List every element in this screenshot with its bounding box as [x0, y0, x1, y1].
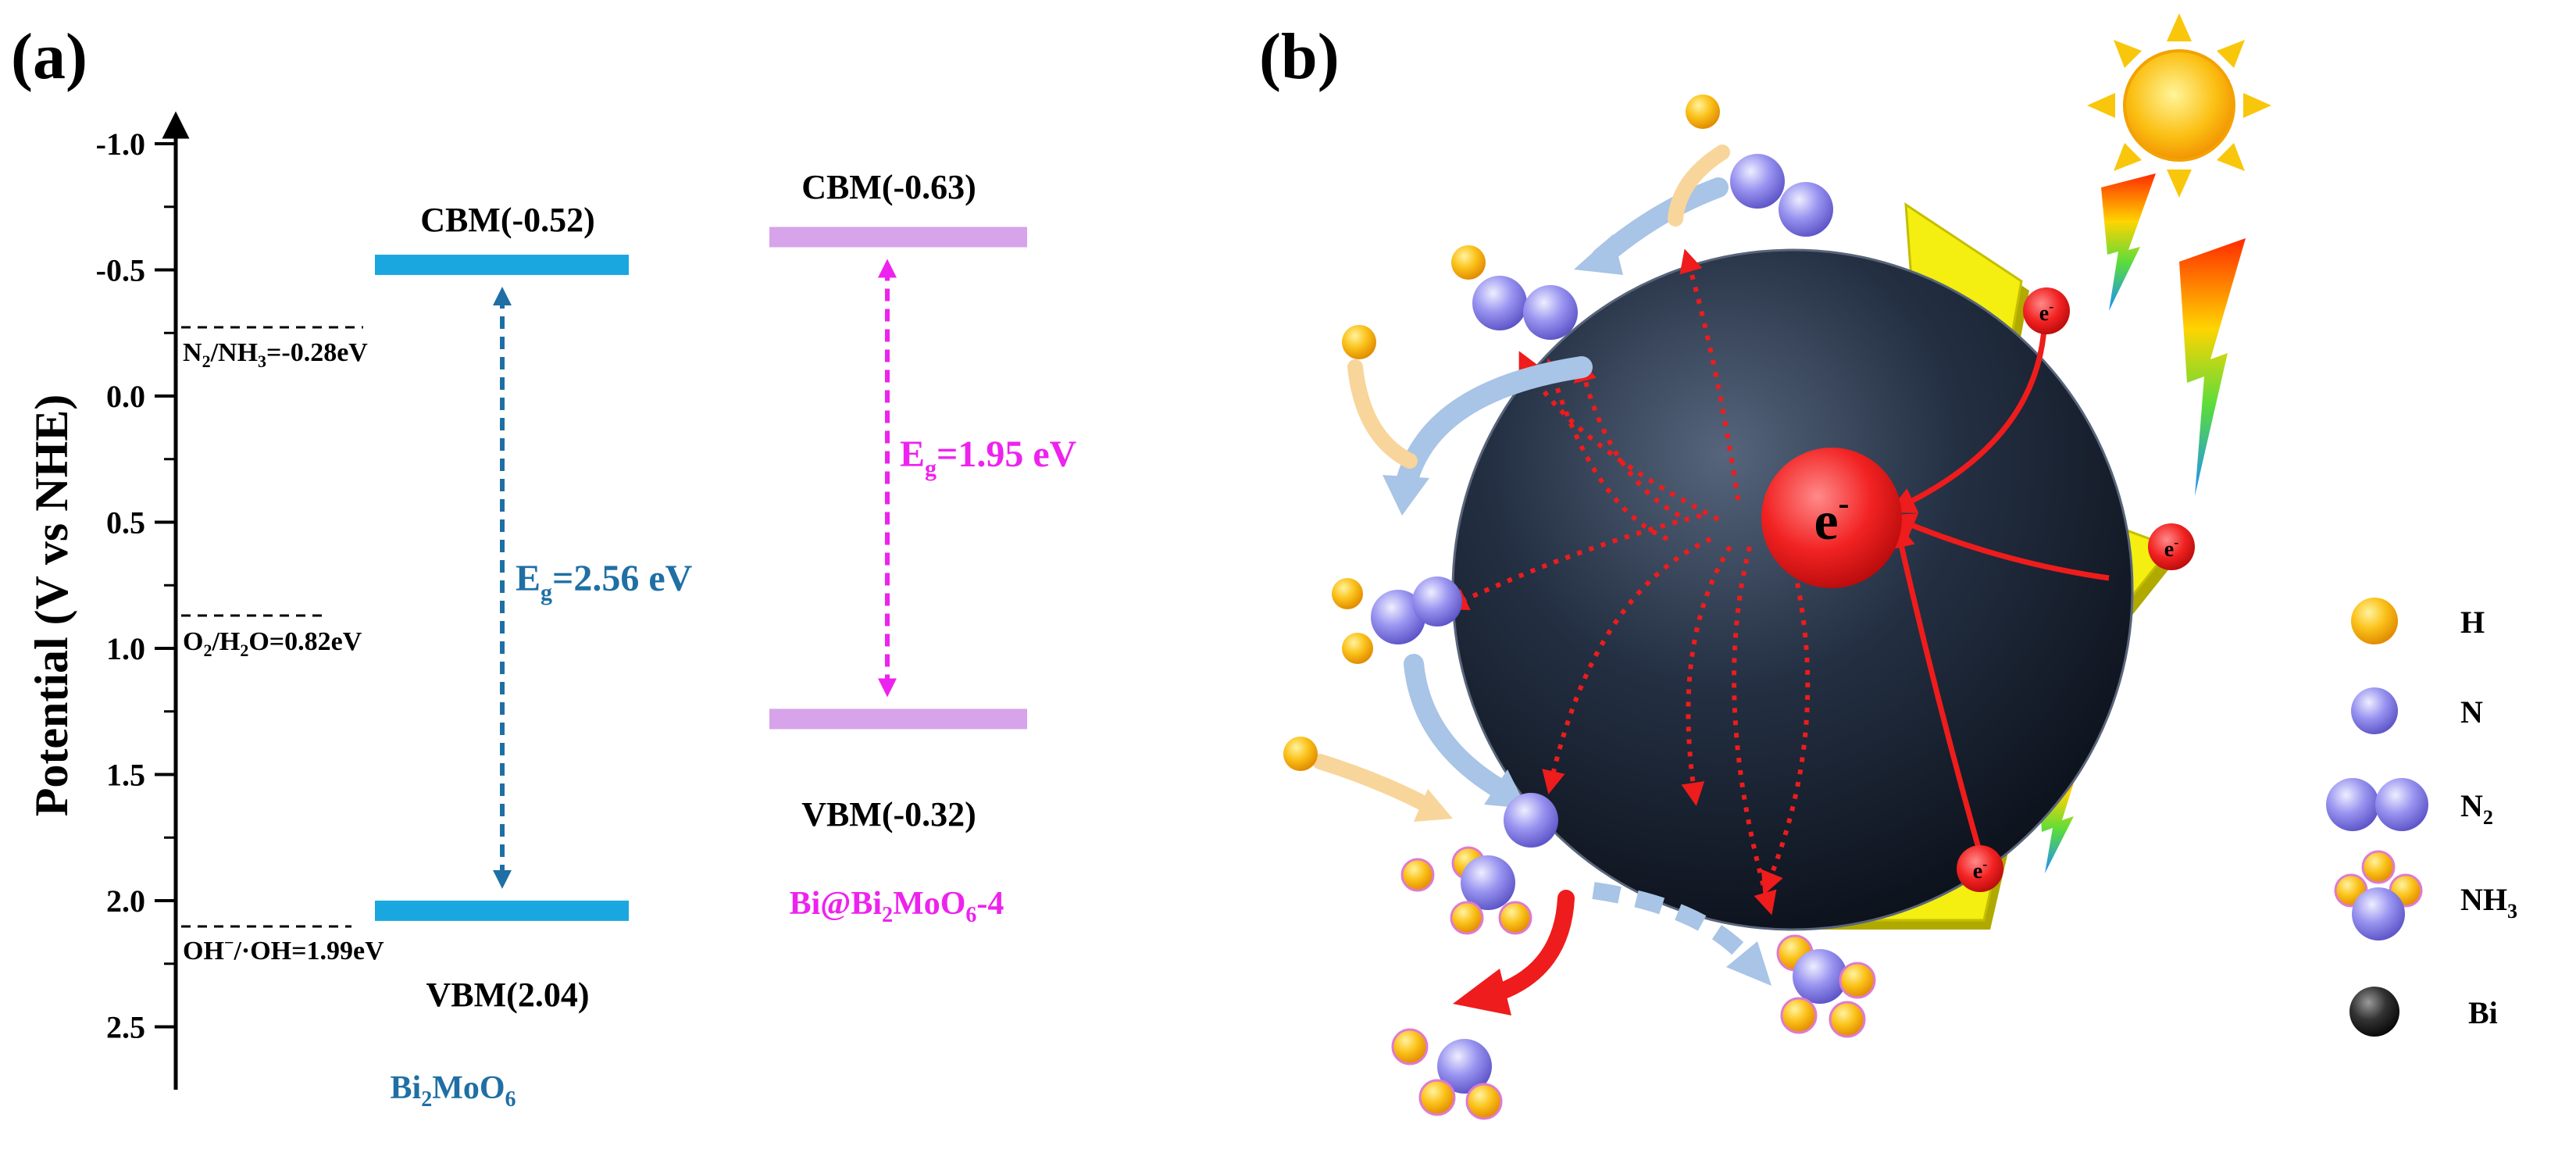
h-atom: [1283, 737, 1318, 771]
y-tick-label: 0.0: [106, 379, 145, 414]
y-tick-label: 2.0: [106, 883, 145, 919]
bandgap-label-bi2moo6: Eg=2.56 eV: [516, 558, 693, 605]
small-electrons: e- e- e-: [1957, 287, 2195, 892]
electron-label-2: e-: [2164, 534, 2178, 562]
cbm-bar-bi2moo6: [375, 255, 629, 276]
material-name-bi2moo6: Bi2MoO6: [391, 1070, 516, 1112]
legend-label-n: N: [2460, 694, 2483, 730]
legend-label-n2: N2: [2460, 788, 2493, 829]
h-atom: [1418, 1079, 1456, 1116]
hydrogen-atom-icon: [2351, 598, 2398, 644]
h-atom: [1400, 858, 1435, 892]
n-atom: [1730, 154, 1785, 209]
y-tick-label: 1.0: [106, 631, 145, 666]
ref-label-oh: OH−/·OH=1.99eV: [183, 933, 384, 965]
vbm-bar-bi-bi2moo6-4: [769, 708, 1027, 730]
n-atom: [1437, 1039, 1492, 1094]
photoelectron-paths: [1888, 308, 2110, 868]
n-atom: [1461, 855, 1515, 910]
panel-a: (a) -1.0 -0.5 0.0 0.5 1.0 1.5 2.0 2.5 Potential…: [11, 20, 1077, 1112]
bandgap-value-bi-bi2moo6-4: =1.95 eV: [937, 434, 1077, 475]
legend-item-n2: N2: [2326, 778, 2493, 831]
h-atom: [1829, 1001, 1866, 1038]
h-atom: [1342, 633, 1373, 664]
n-atom: [1793, 949, 1847, 1004]
electron-2: [2148, 523, 2195, 570]
legend-label-nh3: NH3: [2460, 882, 2517, 923]
y-axis-label: Potential (V vs NHE): [26, 394, 77, 817]
n-atom: [1371, 590, 1425, 644]
ref-label-n2-nh3: N2/NH3=-0.28eV: [183, 338, 368, 371]
n-atom: [1504, 793, 1558, 848]
h-atom: [1780, 997, 1818, 1034]
y-tick-label: -0.5: [96, 253, 145, 288]
reaction-flow-arrows: [1312, 145, 1771, 1015]
material-bi-bi2moo6-4: CBM(-0.63) VBM(-0.32) Eg=1.95 eV Bi@Bi2M…: [769, 168, 1077, 927]
y-tick-label: 0.5: [106, 505, 145, 541]
n-atom: [1472, 276, 1527, 330]
h-atom: [1391, 1028, 1429, 1065]
h-atom: [1451, 245, 1486, 280]
panel-b-label: (b): [1259, 20, 1340, 93]
central-electron-label: e-: [1814, 486, 1849, 551]
nitrogen-atom-icon: [2351, 687, 2398, 734]
legend-item-bi: Bi: [2349, 987, 2498, 1037]
legend: H N N2 NH3 Bi: [2326, 598, 2517, 1037]
legend-label-h: H: [2460, 605, 2485, 640]
vbm-label-bi-bi2moo6-4: VBM(-0.32): [801, 795, 976, 833]
ammonia-molecule-icon: [2352, 887, 2405, 940]
y-ticks: -1.0 -0.5 0.0 0.5 1.0 1.5 2.0 2.5: [96, 127, 176, 1045]
vbm-bar-bi2moo6: [375, 900, 629, 921]
nitrogen-molecule-icon: [2375, 778, 2428, 831]
h-atom: [1465, 1083, 1503, 1120]
vbm-label-bi2moo6: VBM(2.04): [426, 976, 590, 1014]
h-atom: [1342, 325, 1376, 359]
molecules: [1283, 95, 1876, 1120]
ammonia-molecule-icon: [2361, 850, 2396, 884]
electron-1: [2023, 287, 2070, 334]
bandgap-label-bi-bi2moo6-4: Eg=1.95 eV: [900, 434, 1077, 481]
h-atom: [1839, 962, 1876, 999]
electron-3: [1957, 845, 2003, 892]
panel-a-label: (a): [11, 20, 87, 93]
h-atom: [1432, 1053, 1435, 1056]
legend-item-nh3: NH3: [2334, 850, 2517, 940]
legend-item-h: H: [2351, 598, 2485, 644]
panel-b: (b): [1259, 13, 2517, 1120]
central-electron: [1761, 448, 1902, 588]
bismuth-atom-icon: [2349, 987, 2399, 1037]
cbm-label-bi2moo6: CBM(-0.52): [420, 201, 595, 239]
material-name-bi-bi2moo6-4: Bi@Bi2MoO6-4: [790, 886, 1004, 927]
n-atom: [1523, 285, 1578, 340]
cbm-bar-bi-bi2moo6-4: [769, 227, 1027, 248]
h-atom: [1498, 901, 1532, 935]
n-atom: [1779, 182, 1833, 237]
electron-label-1: e-: [2039, 298, 2053, 326]
ref-label-o2-h2o: O2/H2O=0.82eV: [183, 627, 362, 660]
n-atom: [1412, 576, 1462, 626]
h-atom: [1332, 578, 1363, 609]
material-bi2moo6: CBM(-0.52) VBM(2.04) Eg=2.56 eV Bi2MoO6: [375, 201, 693, 1112]
bandgap-value-bi2moo6: =2.56 eV: [552, 558, 693, 599]
reference-levels: N2/NH3=-0.28eV O2/H2O=0.82eV OH−/·OH=1.9…: [181, 326, 384, 965]
sun-icon: [2087, 13, 2271, 198]
electron-transfer-arrows: [1444, 248, 1811, 916]
nitrogen-molecule-icon: [2326, 778, 2379, 831]
h-atom: [1686, 95, 1720, 129]
h-atom: [1450, 901, 1484, 935]
y-tick-label: 1.5: [106, 758, 145, 793]
legend-item-n: N: [2351, 687, 2483, 734]
legend-label-bi: Bi: [2468, 995, 2498, 1030]
y-tick-label: -1.0: [96, 127, 145, 162]
electron-label-3: e-: [1973, 856, 1987, 883]
y-tick-label: 2.5: [106, 1010, 145, 1045]
cbm-label-bi-bi2moo6-4: CBM(-0.63): [801, 168, 976, 206]
